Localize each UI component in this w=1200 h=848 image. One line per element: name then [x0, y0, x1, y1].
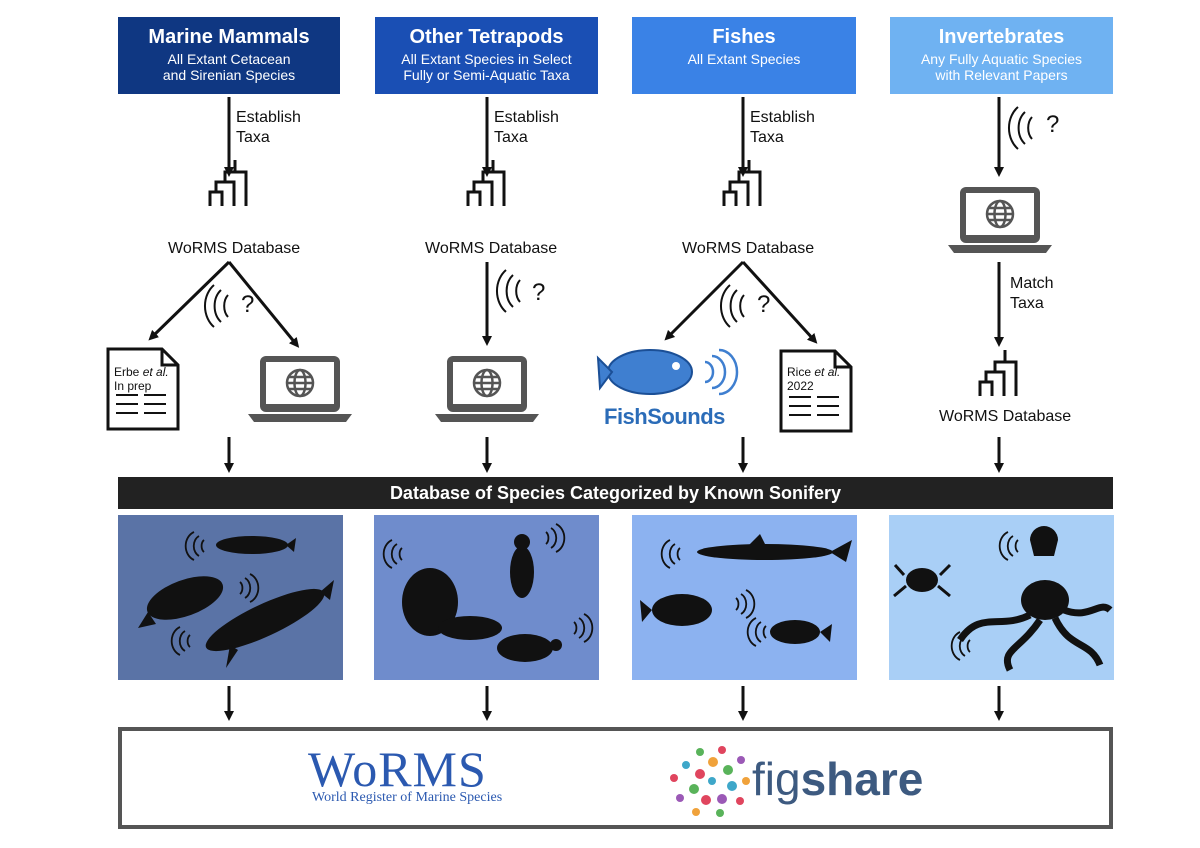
doc-year: In prep: [114, 379, 152, 393]
header-subtitle: All Extant Cetacean: [167, 51, 291, 67]
sound-waves-icon: [719, 284, 745, 328]
rice-document-label: Rice et al. 2022: [787, 365, 840, 393]
label-line: Match: [1010, 275, 1054, 292]
invertebrate-silhouettes: [893, 526, 1113, 672]
database-band: Database of Species Categorized by Known…: [118, 477, 1113, 509]
erbe-document-label: Erbe et al. In prep: [114, 365, 169, 393]
header-other-tetrapods: Other Tetrapods All Extant Species in Se…: [375, 17, 598, 94]
doc-etal: et al.: [142, 365, 169, 379]
header-subtitle: All Extant Species: [687, 51, 801, 67]
label-line: Taxa: [494, 129, 528, 146]
header-title: Marine Mammals: [148, 26, 310, 48]
tree-icon: [978, 348, 1018, 398]
header-subtitle: with Relevant Papers: [935, 67, 1068, 83]
question-mark: ?: [1046, 111, 1060, 138]
header-title: Other Tetrapods: [409, 26, 564, 48]
fish-silhouettes: [640, 534, 852, 644]
laptop-icon: [946, 185, 1054, 255]
worms-database-label: WoRMS Database: [682, 240, 815, 257]
panel-invertebrates: [889, 515, 1114, 680]
laptop-icon: [246, 354, 354, 424]
sound-waves-icon: [1007, 106, 1033, 150]
header-title: Fishes: [712, 26, 776, 48]
doc-year: 2022: [787, 379, 814, 393]
worms-logo-subtitle: World Register of Marine Species: [312, 790, 503, 805]
label-line: Taxa: [236, 129, 270, 146]
header-subtitle: Fully or Semi-Aquatic Taxa: [403, 67, 570, 83]
marine-mammal-silhouettes: [138, 536, 334, 668]
worms-database-label: WoRMS Database: [168, 240, 301, 257]
fishsounds-logo: FishSounds: [604, 404, 725, 429]
question-mark: ?: [757, 291, 771, 318]
sound-waves-icon: [495, 269, 521, 313]
arrow: [664, 260, 745, 341]
sound-waves-icon: [203, 284, 229, 328]
establish-taxa-label: Establish Taxa: [750, 108, 815, 148]
question-mark: ?: [532, 279, 546, 306]
worms-database-label: WoRMS Database: [939, 408, 1072, 425]
doc-etal: et al.: [814, 365, 841, 379]
figshare-logo: figshare: [752, 752, 923, 806]
header-title: Invertebrates: [938, 26, 1065, 48]
footer-box: [118, 727, 1113, 829]
header-invertebrates: Invertebrates Any Fully Aquatic Species …: [890, 17, 1113, 94]
fish-icon: [596, 348, 739, 396]
label-line: Taxa: [1010, 295, 1044, 312]
figshare-logo-icon: [670, 746, 750, 817]
doc-author: Rice: [787, 365, 812, 379]
label-line: Taxa: [750, 129, 784, 146]
worms-database-label: WoRMS Database: [425, 240, 558, 257]
header-subtitle: Any Fully Aquatic Species: [920, 51, 1083, 67]
match-taxa-label: Match Taxa: [1010, 274, 1054, 314]
laptop-icon: [433, 354, 541, 424]
figshare-logo-part: share: [800, 753, 924, 805]
tetrapod-silhouettes: [402, 534, 562, 662]
establish-taxa-label: Establish Taxa: [236, 108, 301, 148]
doc-author: Erbe: [114, 365, 140, 379]
label-line: Establish: [494, 109, 559, 126]
arrow: [227, 261, 300, 348]
header-subtitle: and Sirenian Species: [162, 67, 296, 83]
label-line: Establish: [236, 109, 301, 126]
arrow: [741, 260, 818, 344]
header-subtitle: All Extant Species in Select: [401, 51, 572, 67]
worms-logo: WoRMS: [308, 741, 487, 797]
header-marine-mammals: Marine Mammals All Extant Cetacean and S…: [118, 17, 340, 94]
arrow: [148, 260, 231, 341]
establish-taxa-label: Establish Taxa: [494, 108, 559, 148]
figshare-logo-part: fig: [752, 753, 801, 805]
question-mark: ?: [241, 291, 255, 318]
label-line: Establish: [750, 109, 815, 126]
header-fishes: Fishes All Extant Species: [632, 17, 856, 94]
